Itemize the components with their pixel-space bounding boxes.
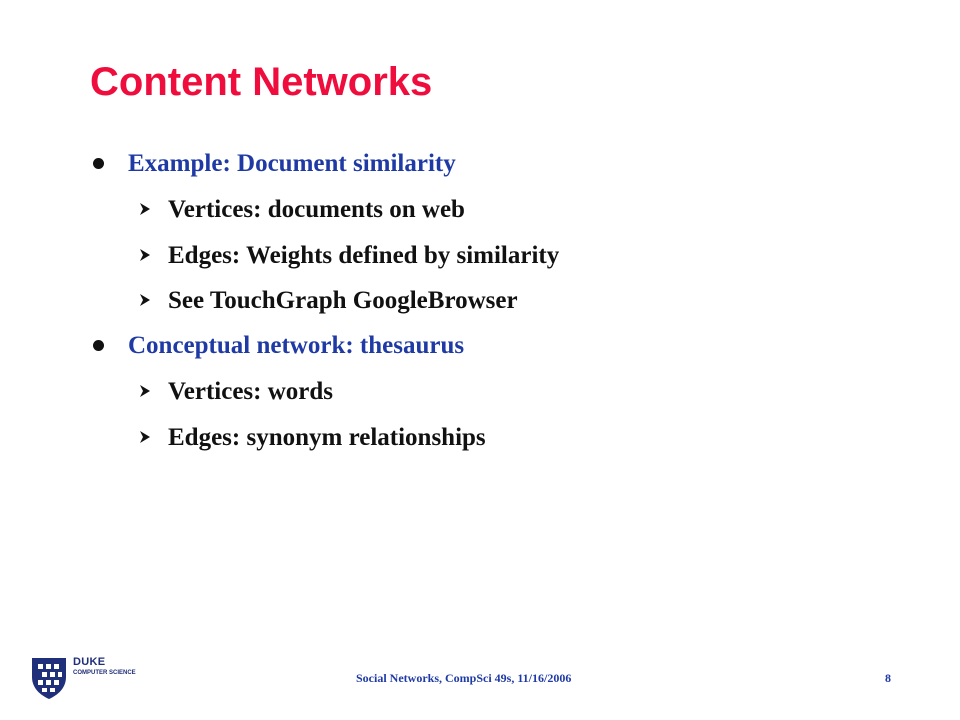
arrowhead-bullet-icon [140,385,150,397]
sub-bullet-text: Vertices: documents on web [168,196,465,223]
bullet-dot-icon [93,340,104,351]
bullet-dot-icon [93,158,104,169]
arrowhead-bullet-icon [140,431,150,443]
page-number: 8 [885,671,891,685]
duke-logo: DUKE COMPUTER SCIENCE [30,655,150,700]
logo-name: DUKE [73,656,106,668]
footer-text: Social Networks, CompSci 49s, 11/16/2006 [356,671,572,685]
logo-subtitle: COMPUTER SCIENCE [73,670,136,676]
slide-title: Content Networks [90,60,433,104]
bullet-text: Conceptual network: thesaurus [128,332,465,359]
duke-shield-icon [32,658,66,699]
sub-bullet-text: Edges: synonym relationships [168,424,486,451]
sub-bullet-text: Vertices: words [168,378,334,405]
arrowhead-bullet-icon [140,249,150,261]
arrowhead-bullet-icon [140,294,150,306]
bullet-text: Example: Document similarity [128,150,456,177]
sub-bullet-text: See TouchGraph GoogleBrowser [168,287,518,314]
sub-bullet-text: Edges: Weights defined by similarity [168,242,560,269]
arrowhead-bullet-icon [140,203,150,215]
